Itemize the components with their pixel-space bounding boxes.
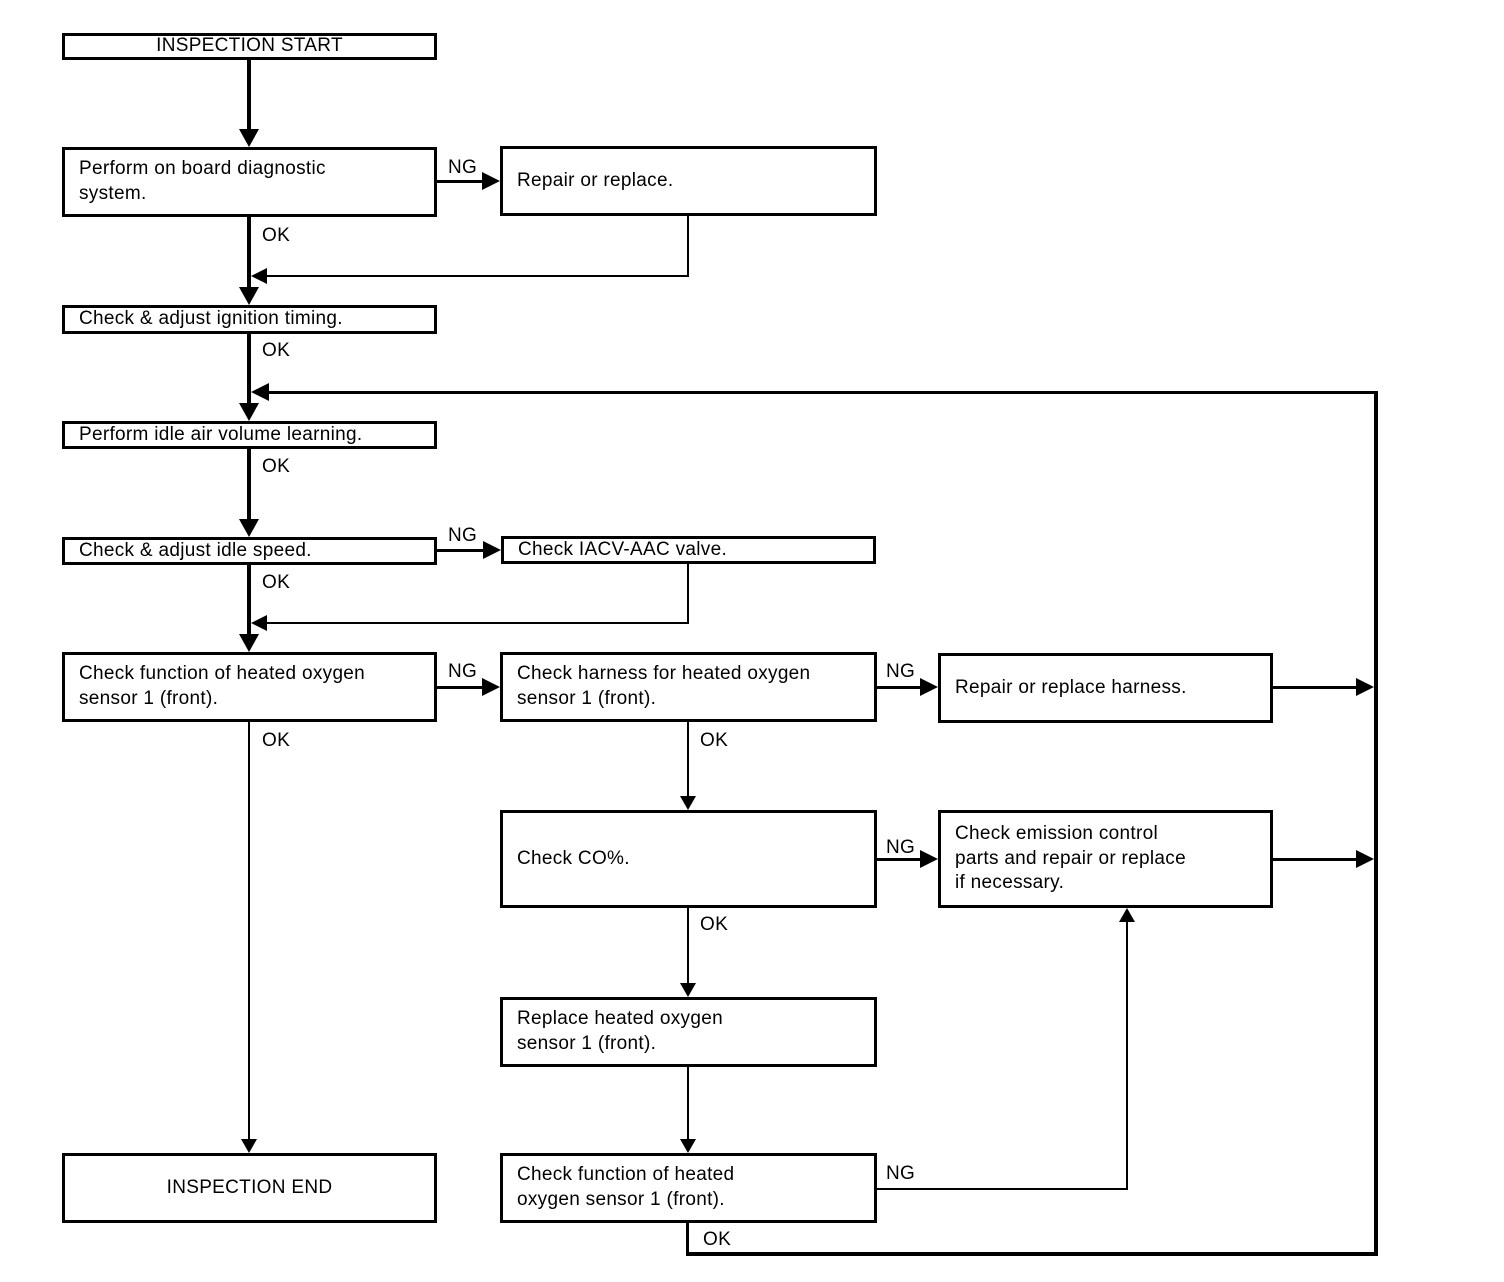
arrowhead-right-icon xyxy=(1356,850,1374,868)
connector-line xyxy=(437,549,485,552)
connector-line xyxy=(437,180,484,183)
arrowhead-down-icon xyxy=(241,1139,257,1153)
arrowhead-down-icon xyxy=(680,983,696,997)
edge-label-ok-o2-function: OK xyxy=(262,730,291,751)
node-inspection-start: INSPECTION START xyxy=(62,33,437,60)
connector-line xyxy=(1374,391,1378,1256)
node-inspection-end: INSPECTION END xyxy=(62,1153,437,1223)
node-ignition-timing-label: Check & adjust ignition timing. xyxy=(79,308,343,330)
node-check-co: Check CO%. xyxy=(500,810,877,908)
node-inspection-end-label: INSPECTION END xyxy=(166,1176,333,1198)
connector-line xyxy=(686,1252,1378,1256)
node-on-board-diagnostic: Perform on board diagnostic system. xyxy=(62,147,437,217)
connector-line xyxy=(687,216,689,277)
arrowhead-right-icon xyxy=(482,678,500,696)
arrowhead-right-icon xyxy=(483,541,501,559)
node-idle-air-volume-learning: Perform idle air volume learning. xyxy=(62,421,437,449)
node-o2-sensor-function-recheck: Check function of heated oxygen sensor 1… xyxy=(500,1153,877,1223)
connector-line xyxy=(247,59,251,131)
arrowhead-left-icon xyxy=(251,268,267,284)
arrowhead-right-icon xyxy=(920,850,938,868)
edge-label-ng-idle-speed: NG xyxy=(448,525,478,546)
node-check-co-label: Check CO%. xyxy=(517,847,630,869)
node-repair-or-replace-label: Repair or replace. xyxy=(517,169,674,191)
edge-label-ng-obd: NG xyxy=(448,157,478,178)
connector-line xyxy=(1273,686,1358,689)
node-iacv-aac-valve-label: Check IACV-AAC valve. xyxy=(518,538,728,560)
node-replace-o2-sensor-label: Replace heated oxygen sensor 1 (front). xyxy=(517,1008,723,1054)
edge-label-ok-o2-harness: OK xyxy=(700,730,729,751)
edge-label-ok-idle-air: OK xyxy=(262,456,291,477)
connector-line xyxy=(877,858,922,861)
edge-label-ng-o2-harness: NG xyxy=(886,661,916,682)
node-o2-sensor-function: Check function of heated oxygen sensor 1… xyxy=(62,652,437,722)
edge-label-ng-o2-function: NG xyxy=(448,661,478,682)
node-emission-control-parts: Check emission control parts and repair … xyxy=(938,810,1273,908)
arrowhead-right-icon xyxy=(482,172,500,190)
arrowhead-down-icon xyxy=(239,519,259,537)
node-idle-speed-label: Check & adjust idle speed. xyxy=(79,539,312,561)
node-repair-replace-harness-label: Repair or replace harness. xyxy=(955,676,1187,698)
connector-line xyxy=(1273,858,1358,861)
connector-line xyxy=(263,622,689,624)
arrowhead-down-icon xyxy=(239,403,259,421)
connector-line xyxy=(686,1222,689,1256)
node-inspection-start-label: INSPECTION START xyxy=(156,35,343,57)
connector-line xyxy=(687,908,689,985)
arrowhead-down-icon xyxy=(239,287,259,305)
node-replace-o2-sensor: Replace heated oxygen sensor 1 (front). xyxy=(500,997,877,1067)
connector-line xyxy=(687,1067,689,1141)
arrowhead-left-icon xyxy=(251,615,267,631)
edge-label-ok-idle-speed: OK xyxy=(262,572,291,593)
arrowhead-down-icon xyxy=(680,1139,696,1153)
node-o2-sensor-function-label: Check function of heated oxygen sensor 1… xyxy=(79,663,366,709)
node-on-board-diagnostic-label: Perform on board diagnostic system. xyxy=(79,158,326,204)
connector-line xyxy=(247,334,251,405)
connector-line xyxy=(437,686,484,689)
arrowhead-right-icon xyxy=(1356,678,1374,696)
connector-line xyxy=(687,564,689,624)
connector-line xyxy=(265,391,1374,394)
edge-label-ng-recheck: NG xyxy=(886,1163,916,1184)
arrowhead-left-icon xyxy=(251,383,269,401)
connector-line xyxy=(247,565,251,636)
node-ignition-timing: Check & adjust ignition timing. xyxy=(62,305,437,334)
edge-label-ok-check-co: OK xyxy=(700,914,729,935)
edge-label-ok-recheck: OK xyxy=(703,1229,732,1250)
node-emission-control-parts-label: Check emission control parts and repair … xyxy=(955,822,1186,894)
connector-line xyxy=(877,686,922,689)
connector-line xyxy=(263,275,689,277)
node-repair-replace-harness: Repair or replace harness. xyxy=(938,653,1273,723)
arrowhead-right-icon xyxy=(920,678,938,696)
node-repair-or-replace: Repair or replace. xyxy=(500,146,877,216)
connector-line xyxy=(248,722,250,1141)
edge-label-ok-ignition: OK xyxy=(262,340,291,361)
connector-line xyxy=(877,1188,1128,1190)
node-o2-sensor-harness-label: Check harness for heated oxygen sensor 1… xyxy=(517,663,811,709)
arrowhead-down-icon xyxy=(239,129,259,147)
edge-label-ok-obd: OK xyxy=(262,225,291,246)
node-iacv-aac-valve: Check IACV-AAC valve. xyxy=(501,536,876,564)
node-idle-air-volume-learning-label: Perform idle air volume learning. xyxy=(79,423,363,445)
connector-line xyxy=(247,217,251,289)
node-o2-sensor-function-recheck-label: Check function of heated oxygen sensor 1… xyxy=(517,1164,735,1210)
arrowhead-down-icon xyxy=(680,796,696,810)
connector-line xyxy=(1126,920,1128,1190)
connector-line xyxy=(247,449,251,521)
arrowhead-down-icon xyxy=(239,634,259,652)
arrowhead-up-icon xyxy=(1119,908,1135,922)
node-idle-speed: Check & adjust idle speed. xyxy=(62,537,437,565)
connector-line xyxy=(687,722,689,798)
edge-label-ng-check-co: NG xyxy=(886,837,916,858)
node-o2-sensor-harness: Check harness for heated oxygen sensor 1… xyxy=(500,652,877,722)
